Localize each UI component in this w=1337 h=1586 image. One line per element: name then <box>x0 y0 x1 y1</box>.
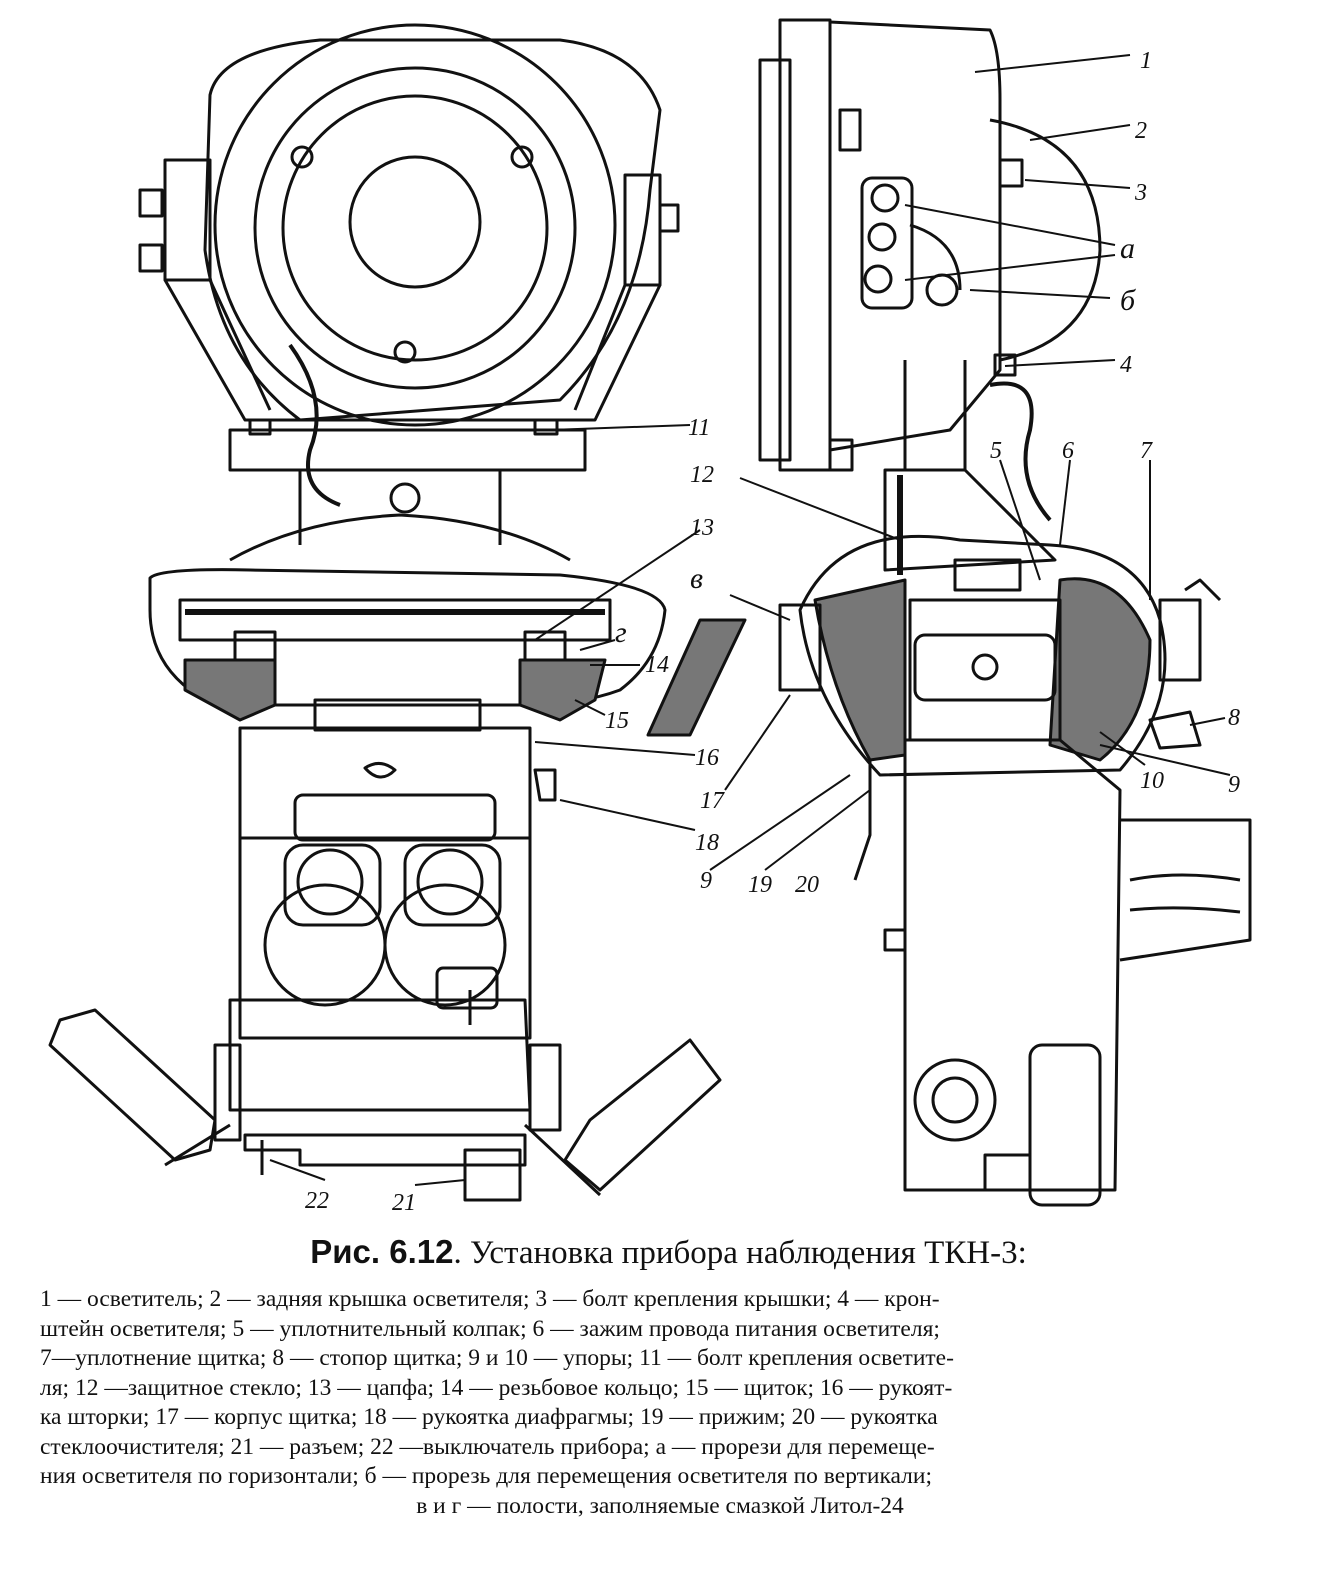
side-view <box>758 18 1252 1207</box>
legend-line: в и г — полости, заполняемые смазкой Лит… <box>416 1492 904 1519</box>
legend-line: ния осветителя по горизонтали; б — проре… <box>40 1463 933 1489</box>
callout-3: 3 <box>1134 180 1147 206</box>
callout-13: 13 <box>690 515 714 541</box>
callout-2: 2 <box>1135 118 1147 144</box>
legend-line: штейн осветителя; 5 — уплотнительный кол… <box>40 1315 940 1342</box>
callout-20: 20 <box>795 872 819 898</box>
callout-8: 8 <box>1228 705 1240 731</box>
callout-b: б <box>1120 284 1136 317</box>
figure-title: . Установка прибора наблюдения ТКН-3: <box>453 1235 1027 1271</box>
figure-caption: Рис. 6.12. Установка прибора наблюдения … <box>0 1230 1337 1275</box>
legend-line: стеклоочистителя; 21 — разъем; 22 —выклю… <box>40 1433 935 1460</box>
callout-v: в <box>690 562 703 595</box>
legend-line: ка шторки; 17 — корпус щитка; 18 — рукоя… <box>40 1404 938 1430</box>
callout-9-left: 9 <box>700 868 712 894</box>
callout-18: 18 <box>695 830 719 856</box>
callout-5: 5 <box>990 438 1002 464</box>
legend-line: 1 — осветитель; 2 — задняя крышка освети… <box>40 1286 940 1312</box>
leader-lines <box>269 54 1231 1186</box>
callout-1: 1 <box>1140 48 1152 74</box>
callout-7: 7 <box>1140 438 1153 464</box>
callout-15: 15 <box>605 708 629 734</box>
callout-10: 10 <box>1140 768 1164 794</box>
front-view <box>48 23 747 1202</box>
callout-6: 6 <box>1062 438 1074 464</box>
technical-drawing: 1 2 3 а б 4 11 5 6 7 12 13 в г 14 15 8 1… <box>48 18 1252 1216</box>
callout-22: 22 <box>305 1188 329 1214</box>
callout-16: 16 <box>695 745 719 771</box>
callout-a: а <box>1120 232 1135 265</box>
legend-line: ля; 12 —защитное стекло; 13 — цапфа; 14 … <box>40 1374 953 1401</box>
callout-g: г <box>615 616 627 649</box>
callout-21: 21 <box>392 1190 416 1216</box>
legend-line: 7—уплотнение щитка; 8 — стопор щитка; 9 … <box>40 1345 954 1371</box>
callout-14: 14 <box>645 652 669 678</box>
figure-legend: 1 — осветитель; 2 — задняя крышка освети… <box>40 1285 1280 1521</box>
callout-4: 4 <box>1120 352 1132 378</box>
figure-number: Рис. 6.12 <box>310 1233 454 1270</box>
callout-12: 12 <box>690 462 714 488</box>
callout-9-right: 9 <box>1228 772 1240 798</box>
callout-11: 11 <box>688 415 710 441</box>
callout-17: 17 <box>700 788 725 814</box>
callout-19: 19 <box>748 872 772 898</box>
